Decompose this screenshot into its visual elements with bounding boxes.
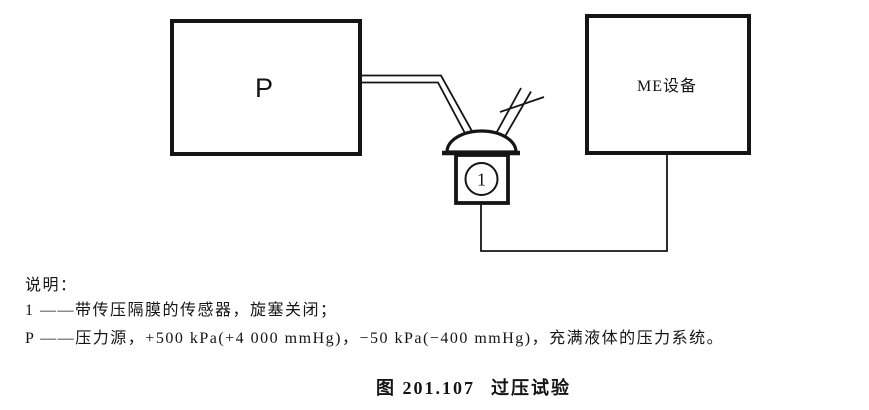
pressure-tube-outer-line — [360, 74, 474, 134]
pressure-source-box — [170, 19, 362, 156]
sensor-to-me-connection-line — [480, 154, 668, 252]
pressure-source-label: P — [255, 73, 273, 103]
me-equipment-label: ME设备 — [637, 77, 697, 95]
sensor-number-label: 1 — [477, 170, 486, 190]
legend-item-sensor: 1 ——带传压隔膜的传感器，旋塞关闭； — [25, 302, 338, 319]
overpressure-test-diagram: 1 P ME设备 — [170, 14, 751, 252]
sensor-number-circle — [464, 162, 499, 196]
stopcock-closed-mark — [499, 96, 545, 113]
legend-heading: 说明： — [25, 277, 78, 294]
legend-item-pressure-source: P ——压力源，+500 kPa(+4 000 mmHg)，−50 kPa(−4… — [25, 330, 725, 347]
pressure-tube-inner-line — [360, 81, 468, 138]
figure-caption: 图 201.107 过压试验 — [0, 374, 869, 400]
sensor-diaphragm-dome — [445, 129, 518, 154]
me-equipment-box — [585, 14, 751, 155]
figure-caption-title: 过压试验 — [491, 378, 571, 398]
figure-caption-number: 图 201.107 — [376, 378, 475, 398]
